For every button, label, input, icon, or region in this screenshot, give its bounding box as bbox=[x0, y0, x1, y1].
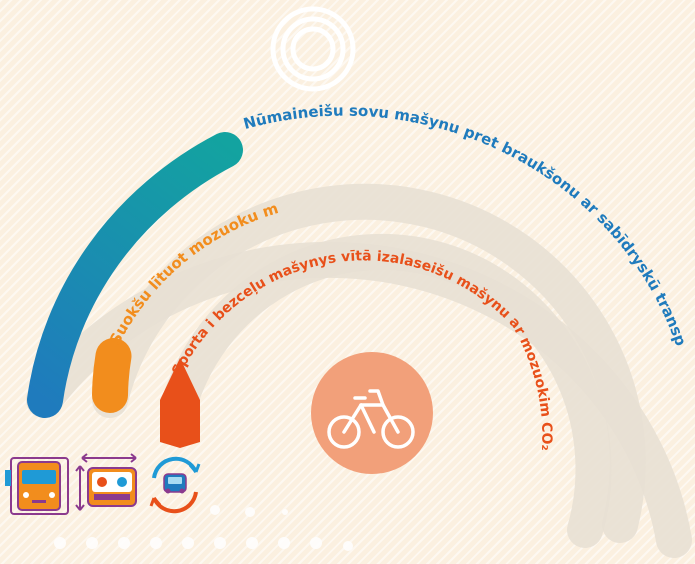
car-swap-icon bbox=[149, 456, 201, 514]
progress-arc-public-transport bbox=[27, 132, 243, 418]
arc-tracks bbox=[26, 183, 692, 558]
bus-icon bbox=[5, 457, 69, 515]
progress-arc-sport-cars bbox=[160, 358, 200, 448]
track-inner bbox=[160, 233, 612, 548]
progress-arc-car-sharing bbox=[92, 338, 132, 413]
carpool-icon bbox=[75, 453, 137, 511]
track-middle bbox=[92, 183, 646, 543]
bicycle-icon bbox=[311, 352, 433, 474]
concentric-rings-icon bbox=[270, 6, 356, 92]
decorative-dots bbox=[54, 505, 353, 551]
